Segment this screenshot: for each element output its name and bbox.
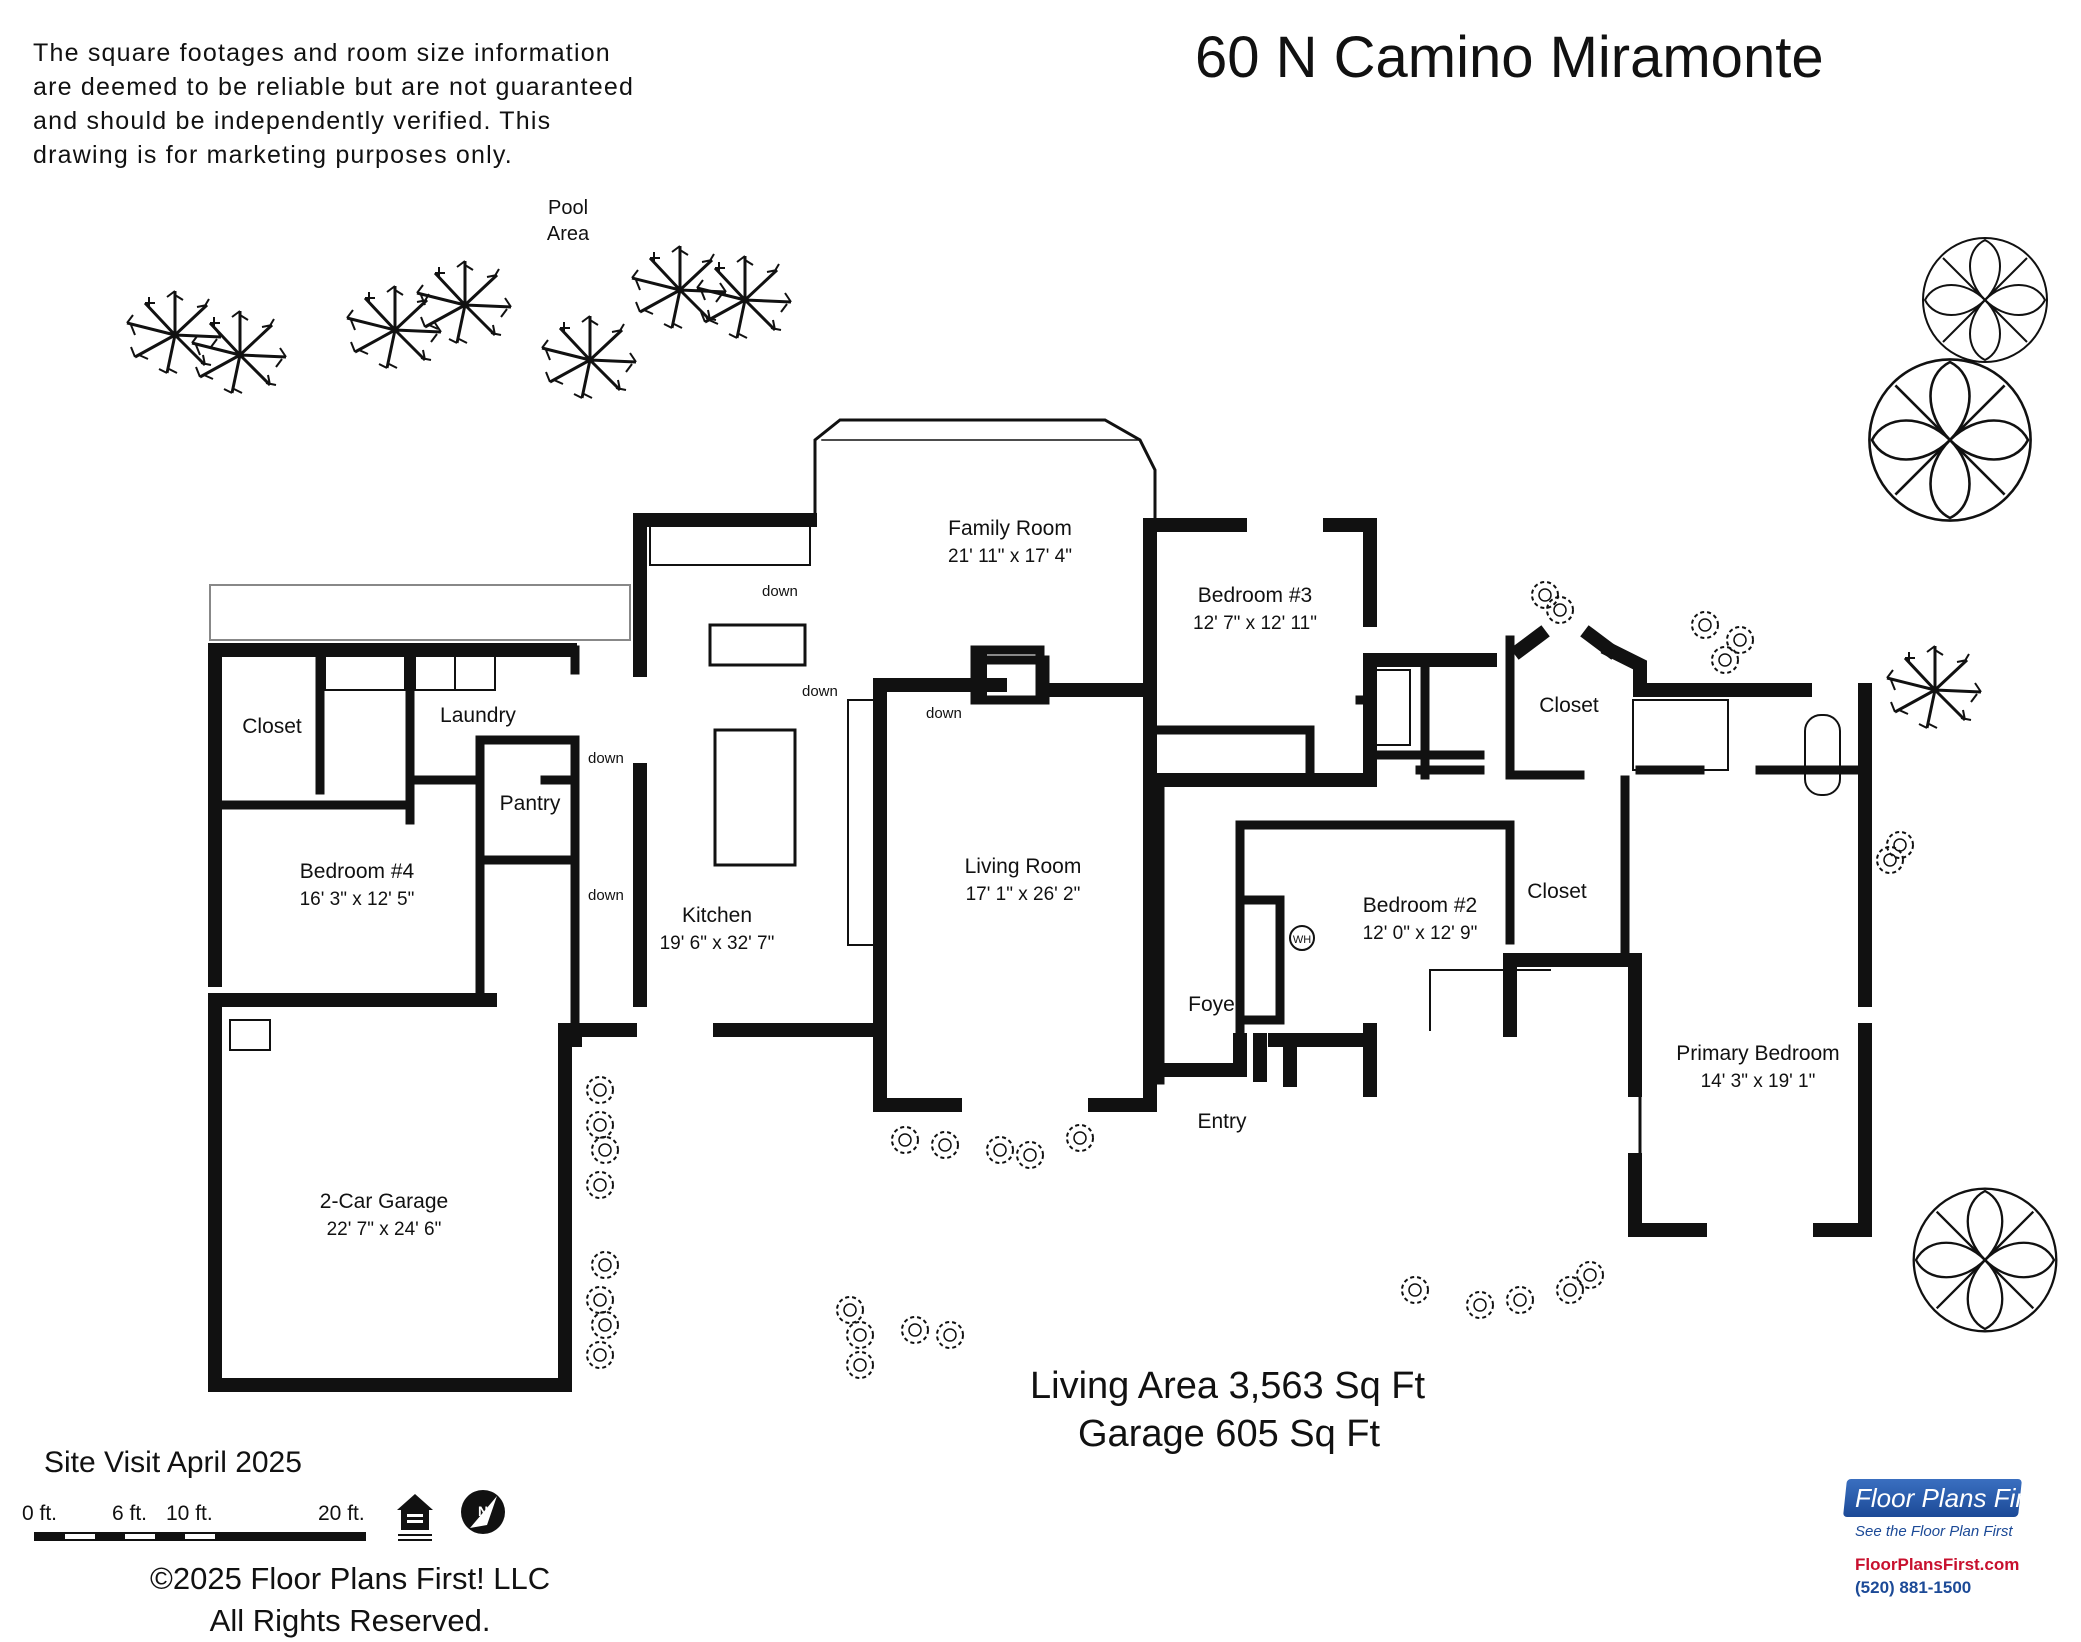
round-tree-icon	[1912, 1187, 2058, 1333]
copyright-line-2: All Rights Reserved.	[209, 1603, 491, 1638]
pantry: Pantry	[500, 792, 561, 815]
copyright-line-1: ©2025 Floor Plans First! LLC	[150, 1561, 551, 1596]
room-name: Bedroom #3	[1198, 584, 1312, 607]
room-name: Bedroom #2	[1363, 894, 1477, 917]
round-tree-icon	[1868, 358, 2032, 522]
foyer: Foyer	[1188, 993, 1242, 1016]
equal-housing-opportunity-icon	[397, 1494, 433, 1541]
living-area-text: Living Area 3,563 Sq Ft	[1030, 1365, 1426, 1407]
scale-bar	[34, 1532, 366, 1541]
palm-tree-icon	[540, 314, 638, 400]
room-name: Closet	[242, 715, 302, 738]
garage-area-text: Garage 605 Sq Ft	[1078, 1413, 1381, 1455]
scale-label: 6 ft.	[112, 1502, 148, 1525]
pool-area-label-1: Pool	[548, 197, 588, 219]
room-name: Foyer	[1188, 993, 1242, 1016]
closet-bedroom-2: Closet	[1527, 880, 1587, 903]
scale-label: 0 ft.	[22, 1502, 58, 1525]
floor-plans-first-logo: Floor Plans First! See the Floor Plan Fi…	[1843, 1475, 2055, 1597]
closet-upper-left: Closet	[242, 715, 302, 738]
entry-label: Entry	[1197, 1110, 1247, 1133]
room-size: 17' 1" x 26' 2"	[966, 884, 1081, 905]
room-size: 19' 6" x 32' 7"	[660, 933, 775, 954]
north-arrow-icon: N	[461, 1490, 505, 1534]
room-name: Closet	[1527, 880, 1587, 903]
primary-bedroom: Primary Bedroom 14' 3" x 19' 1"	[1676, 1042, 1839, 1092]
bedroom-4: Bedroom #4 16' 3" x 12' 5"	[300, 860, 415, 910]
step-down-label: down	[802, 683, 838, 700]
palm-tree-icon	[695, 254, 793, 340]
room-name: Family Room	[948, 517, 1072, 540]
palm-tree-icon	[630, 244, 728, 330]
living-room: Living Room 17' 1" x 26' 2"	[965, 855, 1082, 905]
scale-label: 10 ft.	[166, 1502, 213, 1525]
room-name: 2-Car Garage	[320, 1190, 448, 1213]
closet-bedroom-3: Closet	[1539, 694, 1599, 717]
palm-tree-icon	[190, 309, 288, 395]
room-name: Kitchen	[682, 904, 752, 927]
shrub-icon	[586, 581, 1914, 1379]
room-size: 12' 0" x 12' 9"	[1363, 923, 1478, 944]
svg-text:N: N	[478, 1503, 488, 1519]
bedroom-2: Bedroom #2 12' 0" x 12' 9"	[1363, 894, 1478, 944]
room-name: Living Room	[965, 855, 1082, 878]
water-heater-icon	[1289, 925, 1315, 951]
step-down-label: down	[926, 705, 962, 722]
step-down-label: down	[588, 750, 624, 767]
room-name: Laundry	[440, 704, 516, 727]
garage: 2-Car Garage 22' 7" x 24' 6"	[320, 1190, 448, 1240]
room-size: 12' 7" x 12' 11"	[1193, 613, 1317, 634]
logo-tagline: See the Floor Plan First	[1855, 1523, 2013, 1540]
step-down-label: down	[588, 887, 624, 904]
step-down-label: down	[762, 583, 798, 600]
room-name: Bedroom #4	[300, 860, 415, 883]
room-size: 21' 11" x 17' 4"	[948, 546, 1072, 567]
room-name: Closet	[1539, 694, 1599, 717]
logo-url: FloorPlansFirst.com	[1855, 1555, 2020, 1574]
logo-phone: (520) 881-1500	[1855, 1578, 1972, 1597]
kitchen: Kitchen 19' 6" x 32' 7"	[660, 904, 775, 954]
scale-label: 20 ft.	[318, 1502, 365, 1525]
round-tree-icon	[1922, 237, 2048, 363]
room-size: 22' 7" x 24' 6"	[327, 1219, 442, 1240]
room-name: Primary Bedroom	[1676, 1042, 1839, 1065]
palm-tree-icon	[1885, 644, 1983, 730]
water-heater-label: WH	[1293, 934, 1311, 946]
laundry: Laundry	[440, 704, 516, 727]
page-title: 60 N Camino Miramonte	[1195, 25, 1824, 90]
site-visit-text: Site Visit April 2025	[44, 1446, 302, 1479]
bedroom-3: Bedroom #3 12' 7" x 12' 11"	[1193, 584, 1317, 634]
copyright-text: ©2025 Floor Plans First! LLC All Rights …	[150, 1558, 550, 1642]
room-size: 14' 3" x 19' 1"	[1701, 1071, 1816, 1092]
logo-name: Floor Plans First!	[1855, 1483, 2052, 1513]
disclaimer-text: The square footages and room size inform…	[33, 39, 635, 169]
pool-area-label-2: Area	[547, 223, 590, 245]
palm-tree-icon	[125, 289, 223, 375]
room-name: Pantry	[500, 792, 561, 815]
family-room: Family Room 21' 11" x 17' 4"	[948, 517, 1072, 567]
walls	[208, 418, 1872, 1392]
room-size: 16' 3" x 12' 5"	[300, 889, 415, 910]
